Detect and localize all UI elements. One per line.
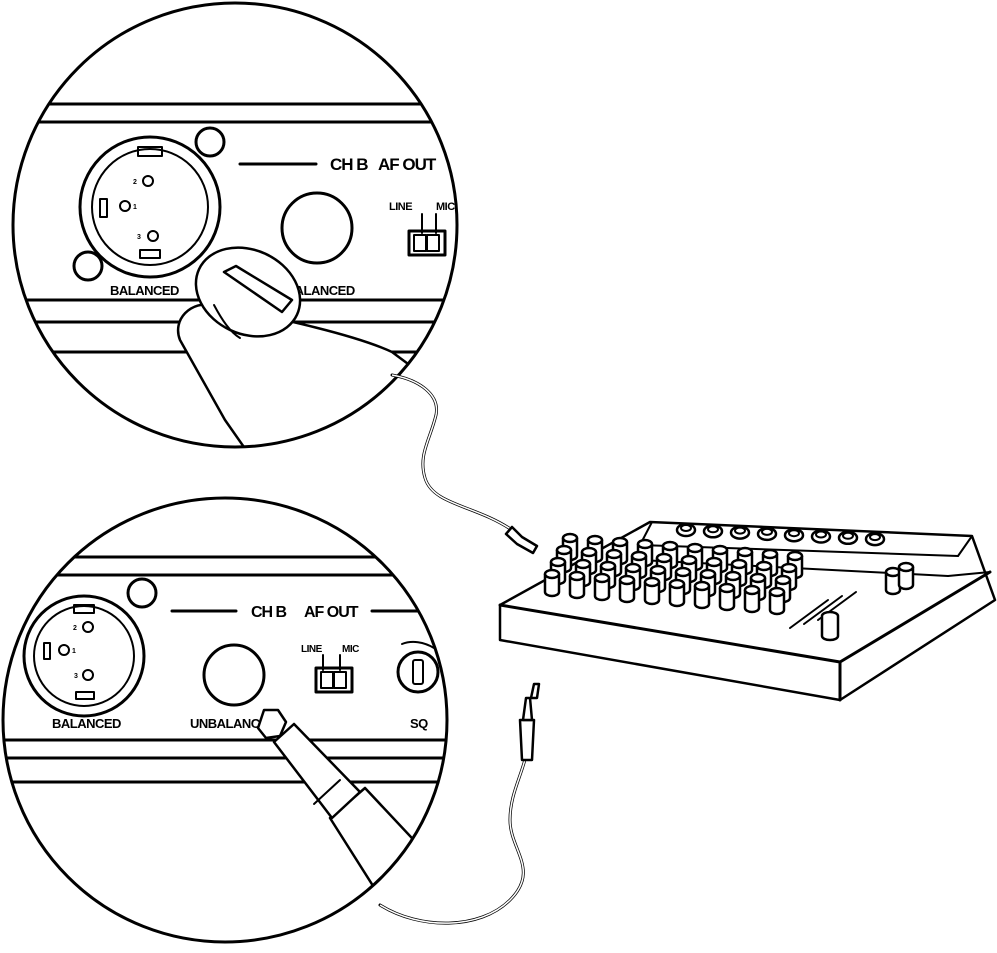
mixer-channel-knob <box>543 568 561 598</box>
mixer-channel-knob <box>593 572 611 602</box>
mixer-input-knob <box>702 524 724 539</box>
xlr-pin-1 <box>119 200 131 212</box>
mixer-master-knob <box>897 561 915 591</box>
mixer-channel-knob <box>568 570 586 600</box>
sq-label: SQ <box>410 716 428 731</box>
mixer-input-knob <box>756 526 778 542</box>
xlr-pin-1-label: 1 <box>72 648 76 655</box>
xlr-pin-3 <box>82 669 94 681</box>
mount-screw <box>72 250 104 282</box>
mixer-input-knob <box>864 531 886 547</box>
mixer-input-knob <box>729 525 751 540</box>
switch-line-label: LINE <box>301 644 323 655</box>
xlr-balanced-connector[interactable]: 2 1 3 <box>78 135 222 279</box>
af-out-label: AF OUT <box>378 155 437 174</box>
unbalanced-jack[interactable] <box>280 191 354 265</box>
mount-screw <box>194 126 226 158</box>
xlr-pin-2 <box>142 175 154 187</box>
xlr-pin-2-label: 2 <box>73 625 77 632</box>
mixer-channel-knob <box>693 580 711 610</box>
xlr-pin-2 <box>82 621 94 633</box>
mixer-input-knob <box>837 530 859 546</box>
switch-line-label: LINE <box>389 201 412 213</box>
mixer-channel-knob <box>768 586 786 616</box>
mixer-input-knob <box>810 529 832 544</box>
xlr-cable <box>390 373 539 555</box>
mixer-master-knob <box>884 566 902 596</box>
unbalanced-jack[interactable] <box>202 643 266 707</box>
mixer-channel-knob <box>618 574 636 604</box>
mixer-fader-cap <box>820 610 840 642</box>
xlr-pin-1 <box>58 644 70 656</box>
mixer-input-knob <box>675 522 697 538</box>
sq-knob[interactable] <box>396 640 440 694</box>
xlr-pin-2-label: 2 <box>133 179 137 186</box>
mixer-channel-knob <box>718 582 736 612</box>
line-mic-switch[interactable]: LINE MIC <box>301 644 360 694</box>
xlr-balanced-connector[interactable]: 2 1 3 <box>22 594 146 718</box>
section-label: CH B <box>330 155 368 174</box>
bottom-detail-circle: 2 1 3 CH B AF OUT LINE MIC <box>1 496 449 944</box>
balanced-label: BALANCED <box>52 716 121 731</box>
jack-cable <box>378 682 541 925</box>
mixer-channel-knob <box>643 576 661 606</box>
xlr-pin-3-label: 3 <box>137 234 141 241</box>
mixer-fader <box>789 599 829 629</box>
top-detail-circle: 2 1 3 CH B AF OUT LINE MIC BALA <box>11 1 459 449</box>
mixer-fader <box>803 595 843 625</box>
balanced-label: BALANCED <box>110 283 179 298</box>
switch-mic-label: MIC <box>436 201 455 213</box>
mount-screw <box>126 577 158 609</box>
mixer-input-knob <box>783 527 805 543</box>
xlr-pin-3-label: 3 <box>74 673 78 680</box>
mixer-channel-knob <box>668 578 686 608</box>
mixer-channel-knob <box>743 584 761 614</box>
line-mic-switch[interactable]: LINE MIC <box>389 201 456 257</box>
audio-mixer <box>498 520 997 702</box>
section-label: CH B <box>251 604 287 621</box>
unbalanced-label: UNBALANCED <box>190 716 277 731</box>
switch-mic-label: MIC <box>342 644 359 655</box>
af-out-label: AF OUT <box>304 604 359 621</box>
xlr-pin-1-label: 1 <box>133 204 137 211</box>
xlr-pin-3 <box>147 230 159 242</box>
